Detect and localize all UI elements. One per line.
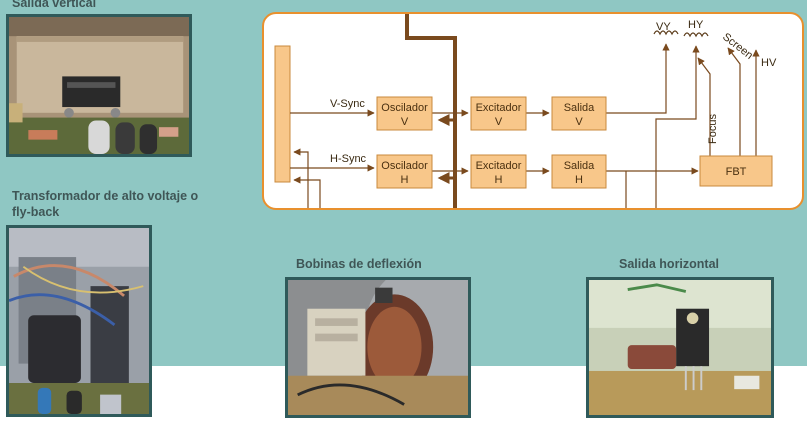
label-h-sync: H-Sync — [330, 153, 367, 165]
svg-text:Oscilador: Oscilador — [381, 160, 428, 172]
photo-vertical-output — [6, 14, 192, 157]
block-diagram: Oscilador V Oscilador H Excitador V Exci… — [274, 14, 777, 208]
wire-out-v-vy — [606, 43, 670, 114]
svg-text:V: V — [495, 116, 503, 128]
wire-feedback-2 — [293, 148, 309, 208]
label-hy: HY — [688, 19, 704, 31]
sync-source-block — [274, 45, 291, 183]
svg-text:Oscilador: Oscilador — [381, 102, 428, 114]
svg-text:Excitador: Excitador — [476, 102, 522, 114]
svg-text:Salida: Salida — [564, 102, 595, 114]
block-diagram-panel: Oscilador V Oscilador H Excitador V Exci… — [262, 12, 804, 210]
caption-yoke: Bobinas de deflexión — [296, 257, 422, 271]
block-out-v: Salida V — [551, 96, 607, 131]
photo-deflection-yoke — [285, 277, 471, 418]
svg-text:V: V — [575, 116, 583, 128]
caption-horizontal-output: Salida horizontal — [619, 257, 720, 271]
wire-out-h-hy — [655, 45, 700, 171]
label-screen: Screen — [720, 31, 755, 62]
photo-horizontal-output — [586, 277, 774, 418]
block-osc-h: Oscilador H — [376, 154, 433, 189]
label-hv: HV — [761, 57, 777, 69]
photo-flyback — [6, 225, 152, 417]
block-osc-v: Oscilador V — [376, 96, 433, 131]
svg-text:H: H — [495, 174, 503, 186]
vy-coil-icon — [653, 30, 679, 36]
control-bus — [405, 14, 457, 208]
svg-text:H: H — [575, 174, 583, 186]
caption-vertical-output: Salida vertical — [12, 0, 97, 10]
svg-text:V: V — [401, 116, 409, 128]
caption-flyback: Transformador de alto voltaje o fly-back — [12, 189, 199, 219]
wire-fbt-focus — [697, 57, 711, 156]
label-vy: VY — [656, 21, 671, 33]
wire-feedback-1 — [293, 176, 321, 208]
svg-text:H: H — [401, 174, 409, 186]
svg-text:FBT: FBT — [726, 166, 747, 178]
block-fbt: FBT — [699, 155, 773, 187]
block-exc-v: Excitador V — [470, 96, 527, 131]
svg-text:Excitador: Excitador — [476, 160, 522, 172]
block-out-h: Salida H — [551, 154, 607, 189]
label-v-sync: V-Sync — [330, 98, 365, 110]
hy-coil-icon — [683, 32, 709, 38]
label-focus: Focus — [707, 114, 719, 144]
svg-text:Salida: Salida — [564, 160, 595, 172]
wire-fbt-screen — [727, 47, 741, 156]
block-exc-h: Excitador H — [470, 154, 527, 189]
